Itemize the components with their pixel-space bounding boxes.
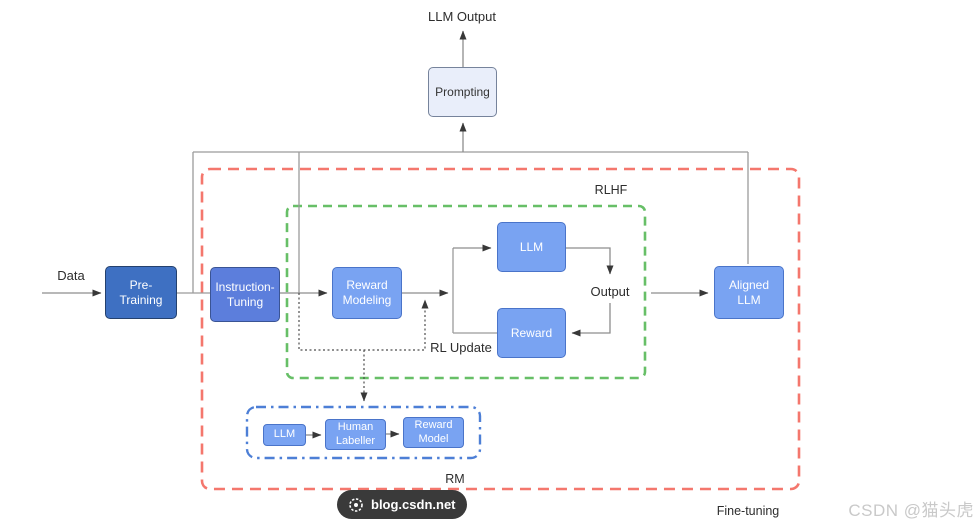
watermark-url: blog.csdn.net <box>371 497 456 512</box>
arrow-llm-to-output <box>566 247 614 275</box>
node-prompting: Prompting <box>428 67 497 117</box>
node-human-labeller: Human Labeller <box>325 419 386 450</box>
label-fine-tuning: Fine-tuning <box>716 504 780 518</box>
node-llm-rlhf: LLM <box>497 222 566 272</box>
node-pre-training: Pre-Training <box>105 266 177 319</box>
label-rm: RM <box>445 472 465 486</box>
node-reward: Reward <box>497 308 566 358</box>
csdn-author-watermark: CSDN @猫头虎 <box>848 501 974 520</box>
node-llm-rm: LLM <box>263 424 306 446</box>
node-aligned-llm: Aligned LLM <box>714 266 784 319</box>
arrow-output-to-reward <box>571 303 611 337</box>
node-instruction-tuning: Instruction-Tuning <box>210 267 280 322</box>
node-reward-modeling: Reward Modeling <box>332 267 402 319</box>
label-rl-update: RL Update <box>430 340 492 355</box>
label-rlhf: RLHF <box>594 183 628 197</box>
label-llm-output: LLM Output <box>428 9 496 24</box>
label-output: Output <box>587 284 633 299</box>
node-reward-model: Reward Model <box>403 417 464 448</box>
label-data: Data <box>57 268 85 283</box>
csdn-watermark-pill: blog.csdn.net <box>337 490 467 519</box>
globe-icon <box>349 497 363 512</box>
